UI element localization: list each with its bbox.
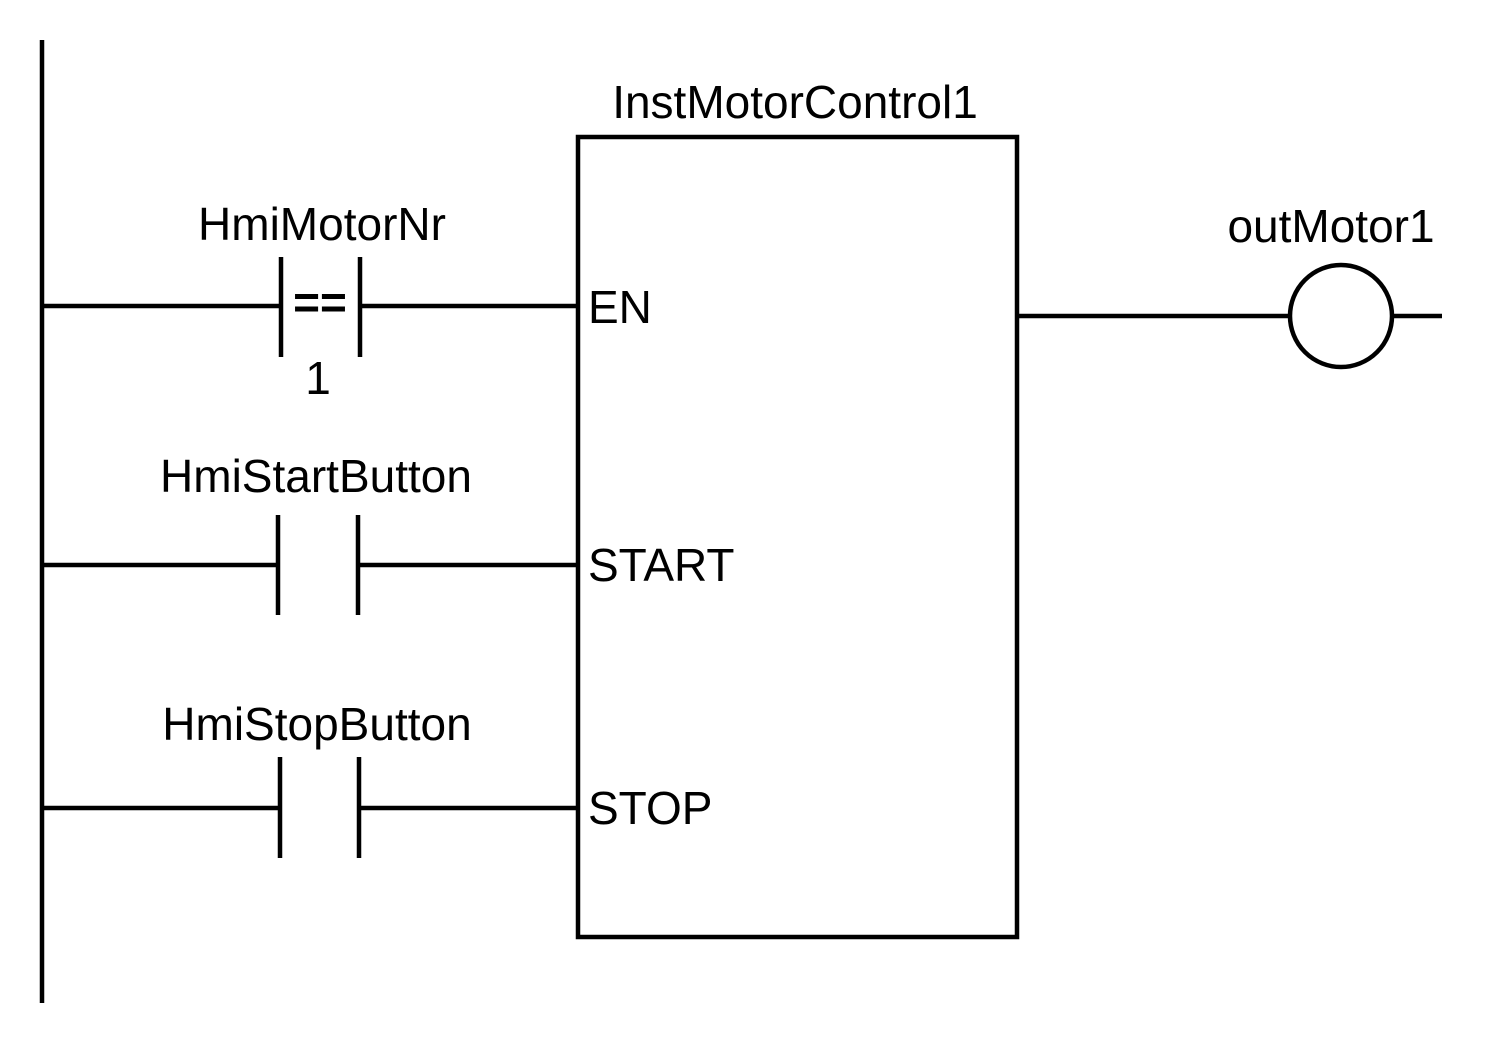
function-block: InstMotorControl1 EN START STOP	[575, 76, 1020, 940]
coil-label: outMotor1	[1227, 200, 1434, 252]
contact-label: HmiMotorNr	[198, 198, 446, 250]
port-label-en: EN	[588, 281, 652, 333]
rung-stop: HmiStopButton	[42, 698, 580, 858]
function-block-title: InstMotorControl1	[612, 76, 978, 128]
contact-label: HmiStopButton	[162, 698, 471, 750]
normally-open-contact	[277, 757, 362, 858]
port-label-start: START	[588, 539, 735, 591]
rung-en: HmiMotorNr == 1	[42, 198, 580, 404]
function-block-body	[575, 134, 1020, 940]
rung-start: HmiStartButton	[42, 450, 580, 615]
contact-label: HmiStartButton	[160, 450, 472, 502]
output-rung: outMotor1	[1017, 200, 1442, 370]
output-coil	[1287, 262, 1395, 370]
comparator-operand: 1	[305, 352, 331, 404]
comparator-operator: ==	[293, 276, 347, 328]
comparator-contact: == 1	[278, 257, 363, 404]
port-label-stop: STOP	[588, 782, 712, 834]
normally-open-contact	[275, 515, 361, 615]
